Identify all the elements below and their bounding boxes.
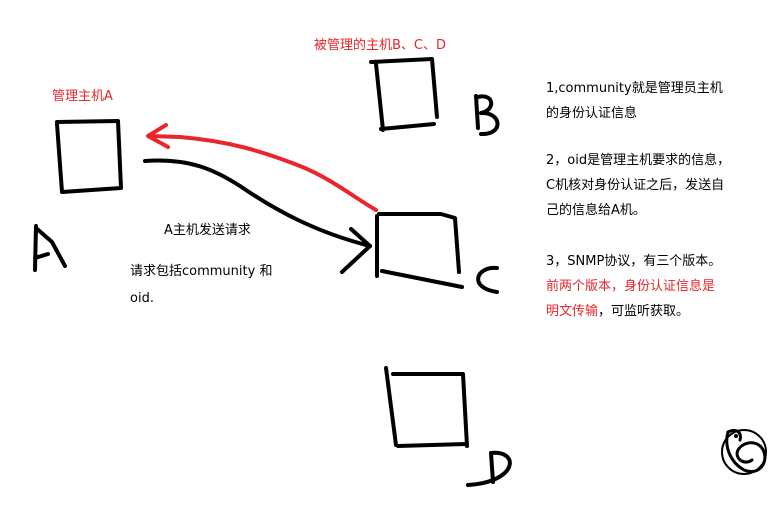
request-arrowhead [340,227,372,274]
handwritten-letter-d [466,450,512,487]
note-3-red-line-1: 前两个版本，身份认证信息是 [546,279,716,294]
note-1-line-1: 1,community就是管理员主机 [546,81,723,96]
managed-hosts-label: 被管理的主机B、C、D [314,38,447,53]
notes-panel: 1,community就是管理员主机 的身份认证信息 2，oid是管理主机要求的… [546,76,770,324]
note-2-line-2: C机核对身份认证之后，发送自 [546,178,725,193]
handwritten-letter-c [476,265,499,294]
manager-host-label: 管理主机A [52,89,113,104]
note-2-line-1: 2，oid是管理主机要求的信息， [546,153,731,168]
note-3-red-line-2: 明文传输 [546,304,599,319]
host-c-box [375,212,464,289]
request-content-line2: oid. [130,291,154,306]
host-b-box [369,57,439,132]
note-2-line-3: 己的信息给A机。 [546,203,646,218]
note-3-tail: ，可监听获取。 [598,304,690,319]
send-request-label: A主机发送请求 [164,223,251,238]
host-a-box [55,119,123,194]
note-3-line-last: 明文传输，可监听获取。 [546,299,770,324]
request-content-line1: 请求包括community 和 [130,264,273,279]
handwritten-letter-a [33,224,67,272]
handwritten-letter-b [474,94,500,137]
response-arrow [148,134,378,212]
response-arrowhead [146,123,170,149]
host-d-box [384,366,469,448]
note-3-line-1: 3，SNMP协议，有三个版本。 [546,254,722,269]
swan-logo-icon [721,428,767,475]
request-arrow [143,158,372,248]
note-1-line-2: 的身份认证信息 [546,106,638,121]
